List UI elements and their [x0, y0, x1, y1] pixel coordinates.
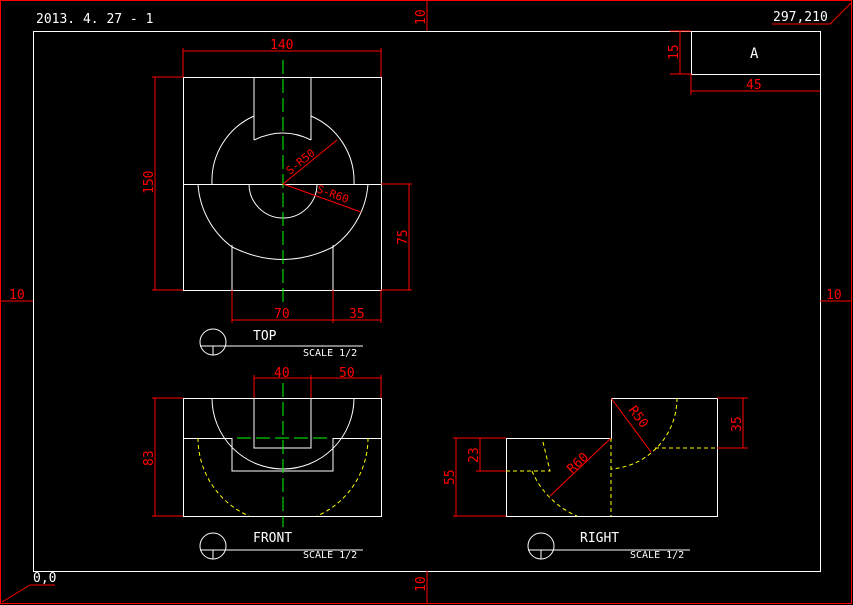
- svg-text:10: 10: [826, 288, 842, 303]
- margin-dim-left: 10: [0, 288, 33, 303]
- svg-text:50: 50: [339, 366, 355, 381]
- svg-text:S-R50: S-R50: [284, 146, 318, 177]
- margin-dim-bottom: 10: [414, 571, 429, 604]
- svg-text:R50: R50: [625, 403, 651, 431]
- svg-text:40: 40: [274, 366, 290, 381]
- paper-size-annotation: 297,210: [772, 2, 852, 25]
- top-view-label: TOP SCALE 1/2: [199, 328, 363, 359]
- margin-dim-top: 10: [414, 0, 429, 31]
- svg-text:55: 55: [443, 469, 458, 485]
- front-view[interactable]: 40 50 83 FRONT SCALE 1/2: [142, 366, 382, 561]
- svg-text:10: 10: [414, 9, 429, 25]
- svg-text:15: 15: [667, 44, 682, 60]
- front-view-label: FRONT SCALE 1/2: [199, 531, 363, 561]
- svg-text:10: 10: [414, 576, 429, 592]
- svg-text:35: 35: [730, 416, 745, 432]
- svg-text:150: 150: [142, 171, 157, 194]
- margin-dim-right: 10: [820, 288, 852, 303]
- right-dims: 55 23 35 R60 R50: [443, 397, 748, 517]
- top-dims: 140 150 75 70 35 S-R50 S-R60: [142, 38, 412, 323]
- top-view[interactable]: 140 150 75 70 35 S-R50 S-R60 TOP SCALE 1…: [142, 38, 412, 359]
- svg-text:23: 23: [467, 447, 482, 463]
- title-block[interactable]: A 15 45: [667, 30, 821, 95]
- right-view-label: RIGHT SCALE 1/2: [527, 531, 690, 561]
- svg-text:45: 45: [746, 78, 762, 93]
- svg-text:S-R60: S-R60: [315, 183, 351, 207]
- svg-text:140: 140: [270, 38, 293, 53]
- svg-text:0,0: 0,0: [33, 571, 56, 586]
- svg-text:10: 10: [9, 288, 25, 303]
- date-label: 2013. 4. 27 - 1: [36, 12, 153, 27]
- svg-text:SCALE 1/2: SCALE 1/2: [303, 348, 357, 359]
- svg-text:A: A: [750, 46, 759, 62]
- svg-text:SCALE 1/2: SCALE 1/2: [303, 550, 357, 561]
- svg-text:297,210: 297,210: [773, 10, 828, 25]
- svg-text:SCALE 1/2: SCALE 1/2: [630, 550, 684, 561]
- svg-text:75: 75: [396, 229, 411, 245]
- origin-annotation: 0,0: [1, 571, 56, 603]
- svg-text:R60: R60: [564, 450, 591, 477]
- svg-text:70: 70: [274, 307, 290, 322]
- right-view[interactable]: 55 23 35 R60 R50 RIGHT SCALE 1/2: [443, 397, 748, 561]
- svg-text:35: 35: [349, 307, 365, 322]
- svg-text:RIGHT: RIGHT: [580, 531, 619, 546]
- svg-text:TOP: TOP: [253, 329, 277, 344]
- svg-text:FRONT: FRONT: [253, 531, 292, 546]
- front-dims: 40 50 83: [142, 366, 382, 517]
- svg-text:83: 83: [142, 450, 157, 466]
